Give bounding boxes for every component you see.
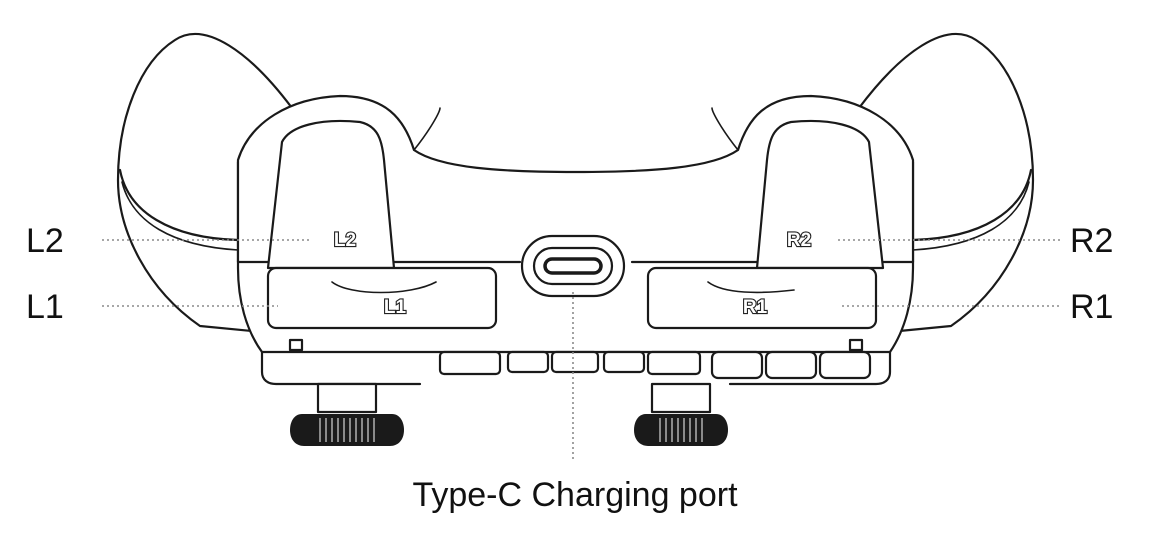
type-c-port-caption: Type-C Charging port <box>412 476 738 514</box>
r2-callout: R2 <box>1070 222 1113 260</box>
l2-trigger[interactable]: L2 <box>266 119 396 270</box>
r1-bumper-label: R1 <box>743 297 768 318</box>
l1-bumper[interactable]: L1 <box>266 266 498 330</box>
l1-bumper-label: L1 <box>384 297 407 318</box>
right-thumbstick[interactable] <box>634 382 728 446</box>
l2-trigger-label: L2 <box>334 230 356 251</box>
left-thumbstick[interactable] <box>290 382 404 446</box>
r1-bumper[interactable]: R1 <box>646 266 878 330</box>
bottom-buttons-row <box>260 338 892 386</box>
r1-callout: R1 <box>1070 288 1113 326</box>
r2-trigger-label: R2 <box>787 230 811 251</box>
l1-callout: L1 <box>26 288 64 326</box>
type-c-port[interactable] <box>520 234 626 298</box>
r2-trigger[interactable]: R2 <box>755 119 885 270</box>
l2-callout: L2 <box>26 222 64 260</box>
